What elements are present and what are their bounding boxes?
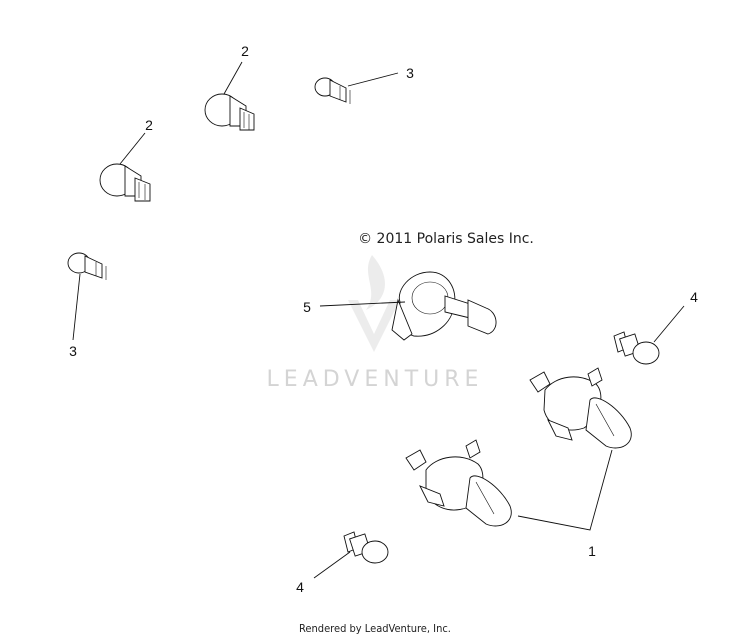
callout-3-lower: 3 <box>69 343 77 359</box>
callout-3-upper: 3 <box>406 65 414 81</box>
headlight-socket-bulb[interactable] <box>391 271 497 341</box>
copyright-text: © 2011 Polaris Sales Inc. <box>358 231 534 247</box>
halogen-bulb-upper[interactable] <box>529 367 632 449</box>
footer-credit: Rendered by LeadVenture, Inc. <box>299 622 451 635</box>
callout-2-upper: 2 <box>241 43 249 59</box>
mini-bulb-lower[interactable] <box>343 531 389 564</box>
callout-1: 1 <box>588 543 596 559</box>
small-wedge-bulb-upper[interactable] <box>314 77 351 104</box>
watermark-text: LEADVENTURE <box>267 367 484 392</box>
watermark-logo-icon <box>348 255 400 352</box>
wedge-bulb-upper[interactable] <box>204 93 255 131</box>
mini-bulb-right[interactable] <box>613 331 660 365</box>
callout-4-right: 4 <box>690 289 698 305</box>
callout-5: 5 <box>303 299 311 315</box>
callout-4-lower: 4 <box>296 579 304 595</box>
wedge-bulb-lower[interactable] <box>99 163 151 202</box>
halogen-bulb-lower[interactable] <box>405 439 512 527</box>
small-wedge-bulb-lower[interactable] <box>67 252 107 280</box>
callout-2-lower: 2 <box>145 117 153 133</box>
